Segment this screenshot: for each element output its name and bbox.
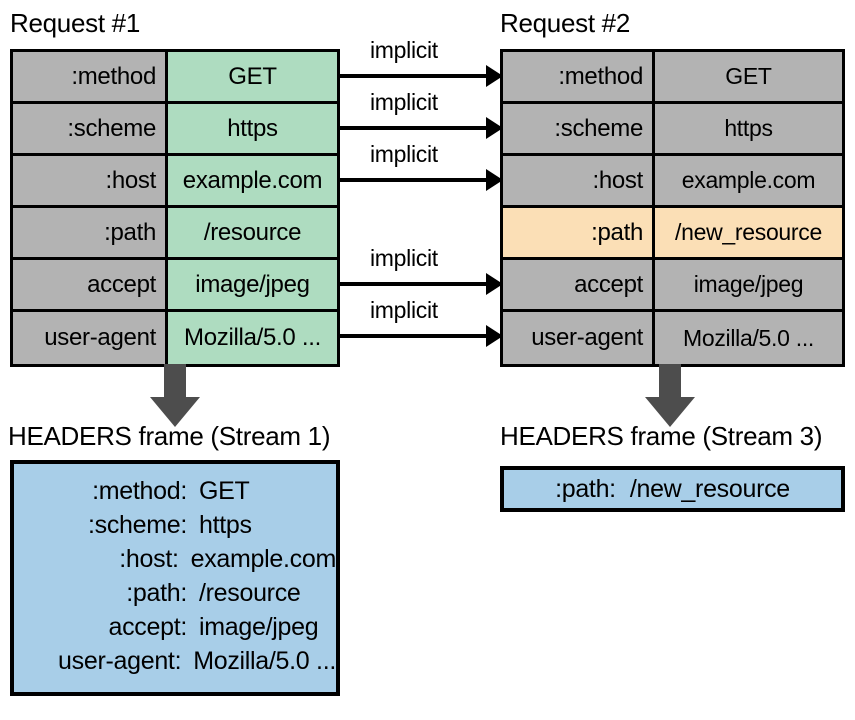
arrow-head (150, 397, 200, 427)
arrow-right-icon (486, 117, 503, 139)
list-item: :path: /resource (14, 576, 336, 610)
implicit-arrow-line (340, 126, 492, 130)
header-value: https (199, 511, 252, 539)
list-item: user-agent: Mozilla/5.0 ... (14, 644, 336, 678)
list-item: :path: /new_resource (504, 472, 841, 506)
list-item: accept: image/jpeg (14, 610, 336, 644)
header-value-cell: GET (168, 52, 337, 101)
implicit-arrow-line (340, 282, 492, 286)
table-row: :path /resource (13, 208, 337, 260)
list-item: :method: GET (14, 474, 336, 508)
header-value-cell: image/jpeg (655, 260, 842, 309)
header-value: image/jpeg (199, 613, 319, 641)
header-key: :scheme: (87, 511, 187, 539)
implicit-arrow-line (340, 178, 492, 182)
header-value-cell: /resource (168, 208, 337, 257)
implicit-label: implicit (370, 141, 438, 167)
header-value: example.com (190, 545, 337, 573)
header-value-cell: example.com (655, 156, 842, 205)
header-value-cell: example.com (168, 156, 337, 205)
arrow-down-icon-stream-1 (150, 364, 200, 427)
arrow-down-icon-stream-3 (645, 364, 695, 427)
header-name-cell: :host (13, 156, 168, 205)
implicit-label: implicit (370, 89, 438, 115)
headers-frame-1-caption: HEADERS frame (Stream 1) (8, 421, 331, 451)
table-row: accept image/jpeg (13, 260, 337, 312)
headers-frame-2-caption: HEADERS frame (Stream 3) (500, 421, 823, 451)
table-row: :method GET (503, 52, 842, 104)
header-key: :host: (119, 545, 179, 573)
request-2-title: Request #2 (500, 8, 630, 38)
arrow-shaft (164, 364, 186, 398)
implicit-label: implicit (370, 297, 438, 323)
arrow-head (645, 397, 695, 427)
header-value-cell: https (655, 104, 842, 153)
implicit-label: implicit (370, 245, 438, 271)
header-name-cell: :method (13, 52, 168, 101)
table-row: :method GET (13, 52, 337, 104)
request-1-table: :method GET :scheme https :host example.… (10, 49, 340, 367)
header-value-cell: GET (655, 52, 842, 101)
header-value-cell: Mozilla/5.0 ... (168, 312, 337, 364)
header-key: :path: (126, 579, 187, 607)
arrow-right-icon (486, 65, 503, 87)
implicit-label: implicit (370, 37, 438, 63)
table-row: user-agent Mozilla/5.0 ... (503, 312, 842, 364)
arrow-right-icon (486, 169, 503, 191)
header-name-cell: :path (13, 208, 168, 257)
header-name-cell: accept (503, 260, 655, 309)
implicit-arrow-line (340, 74, 492, 78)
list-item: :host: example.com (14, 542, 336, 576)
header-value: GET (199, 477, 250, 505)
header-name-cell: user-agent (13, 312, 168, 364)
request-1-title: Request #1 (10, 8, 140, 38)
headers-frame-2-box: :path: /new_resource (500, 466, 845, 512)
header-name-cell: user-agent (503, 312, 655, 364)
request-2-table: :method GET :scheme https :host example.… (500, 49, 845, 367)
table-row: accept image/jpeg (503, 260, 842, 312)
header-key: :path: (555, 475, 616, 503)
table-row: :host example.com (503, 156, 842, 208)
header-name-cell: :host (503, 156, 655, 205)
arrow-shaft (659, 364, 681, 398)
arrow-right-icon (486, 273, 503, 295)
header-value: Mozilla/5.0 ... (193, 647, 336, 675)
header-value-cell: Mozilla/5.0 ... (655, 312, 842, 364)
header-value: /resource (199, 579, 301, 607)
header-key: :method: (92, 477, 187, 505)
header-name-cell: accept (13, 260, 168, 309)
table-row: :scheme https (13, 104, 337, 156)
table-row-changed: :path /new_resource (503, 208, 842, 260)
arrow-right-icon (486, 325, 503, 347)
header-value-cell: https (168, 104, 337, 153)
table-row: :host example.com (13, 156, 337, 208)
header-value: /new_resource (629, 475, 790, 503)
headers-frame-1-box: :method: GET :scheme: https :host: examp… (10, 460, 340, 696)
header-key: accept: (108, 613, 187, 641)
implicit-arrow-line (340, 334, 492, 338)
header-key: user-agent: (58, 647, 182, 675)
header-name-cell: :scheme (503, 104, 655, 153)
list-item: :scheme: https (14, 508, 336, 542)
header-name-cell: :scheme (13, 104, 168, 153)
table-row: user-agent Mozilla/5.0 ... (13, 312, 337, 364)
table-row: :scheme https (503, 104, 842, 156)
header-value-cell: image/jpeg (168, 260, 337, 309)
header-name-cell: :method (503, 52, 655, 101)
header-name-cell: :path (503, 208, 655, 257)
header-value-cell: /new_resource (655, 208, 842, 257)
